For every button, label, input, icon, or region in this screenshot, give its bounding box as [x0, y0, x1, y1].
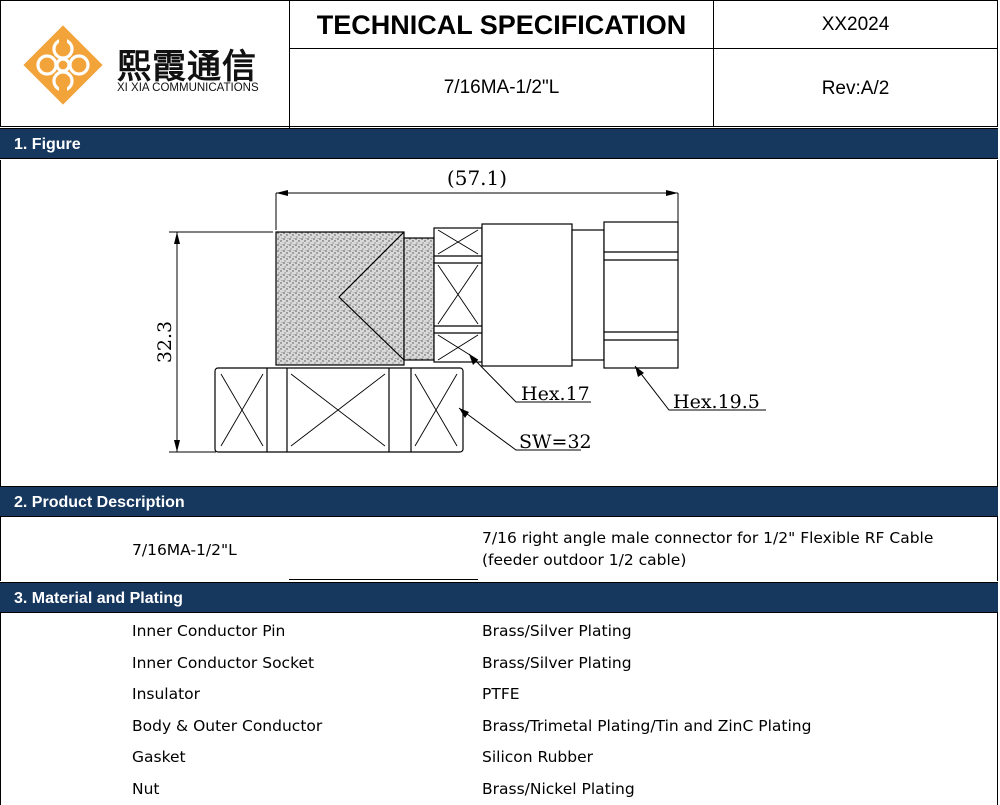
material-table: Inner Conductor Pin Brass/Silver Plating…	[0, 613, 998, 805]
company-name-en: XI XIA COMMUNICATIONS	[117, 82, 259, 94]
part-material: PTFE	[482, 685, 520, 703]
part-name: Inner Conductor Socket	[132, 654, 315, 672]
part-material: Brass/Nickel Plating	[482, 780, 635, 798]
section-bar-description: 2. Product Description	[0, 486, 998, 517]
dimension-length-label: (57.1)	[447, 166, 507, 190]
drawing-svg: (57.1) 32.3	[154, 166, 766, 453]
table-row: Gasket Silicon Rubber	[1, 741, 999, 772]
document-title: TECHNICAL SPECIFICATION	[290, 1, 714, 49]
part-material: Brass/Trimetal Plating/Tin and ZinC Plat…	[482, 717, 812, 735]
part-name: Nut	[132, 780, 160, 798]
table-row: Inner Conductor Socket Brass/Silver Plat…	[1, 647, 999, 678]
sw-32-label: SW=32	[519, 431, 592, 453]
part-name: Inner Conductor Pin	[132, 622, 286, 640]
logo-block: 熙霞通信 XI XIA COMMUNICATIONS	[1, 1, 290, 128]
part-name: Gasket	[132, 748, 186, 766]
revision: Rev:A/2	[821, 78, 890, 99]
part-material: Brass/Silver Plating	[482, 622, 632, 640]
hex-17-label: Hex.17	[521, 383, 590, 405]
connector-drawing: (57.1) 32.3	[0, 160, 998, 487]
part-name: Insulator	[132, 685, 201, 703]
table-row: Body & Outer Conductor Brass/Trimetal Pl…	[1, 710, 999, 741]
table-row: Insulator PTFE	[1, 678, 999, 709]
divider	[289, 579, 478, 580]
table-row: Nut Brass/Nickel Plating	[1, 773, 999, 804]
part-name: Body & Outer Conductor	[132, 717, 323, 735]
document-code: XX2024	[714, 1, 997, 49]
model-number: 7/16MA-1/2"L	[290, 49, 714, 126]
description-model: 7/16MA-1/2"L	[132, 541, 237, 559]
part-material: Brass/Silver Plating	[482, 654, 632, 672]
section-bar-material: 3. Material and Plating	[0, 582, 998, 613]
description-text: 7/16 right angle male connector for 1/2"…	[482, 529, 934, 569]
company-name-cn: 熙霞通信	[117, 47, 257, 87]
dimension-height-label: 32.3	[154, 321, 176, 363]
company-logo-icon	[23, 25, 103, 105]
spec-header: 熙霞通信 XI XIA COMMUNICATIONS TECHNICAL SPE…	[0, 0, 998, 128]
table-row: Inner Conductor Pin Brass/Silver Plating	[1, 615, 999, 646]
hex-19-5-label: Hex.19.5	[673, 391, 760, 413]
part-material: Silicon Rubber	[482, 748, 593, 766]
section-bar-figure: 1. Figure	[0, 128, 998, 159]
description-row: 7/16MA-1/2"L 7/16 right angle male conne…	[0, 517, 998, 581]
